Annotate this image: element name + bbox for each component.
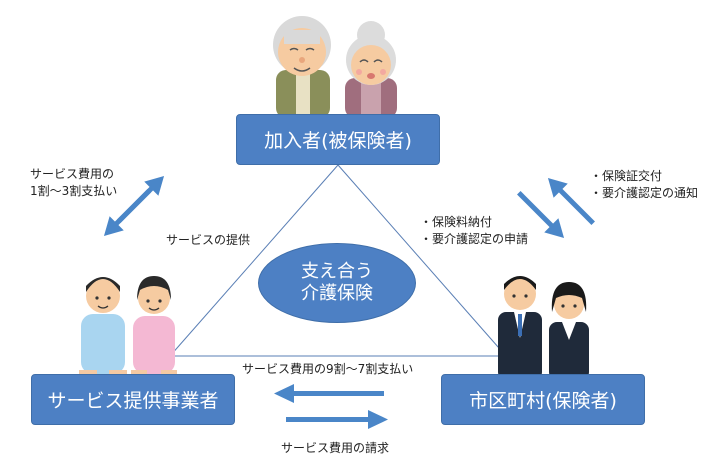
label-cert-1: ・保険証交付 [590, 169, 663, 183]
line-insured-provider [169, 164, 339, 357]
municipality-box: 市区町村(保険者) [441, 374, 645, 425]
nurse-man-icon [79, 277, 127, 378]
nurse-woman-icon [131, 276, 177, 378]
arrows-right [517, 177, 595, 239]
center-line-2: 介護保険 [301, 283, 373, 304]
label-user-payment-2: 1割～3割支払い [30, 184, 118, 198]
center-ellipse: 支え合う 介護保険 [258, 243, 416, 323]
businessman-icon [498, 276, 542, 380]
arrows-bottom [274, 384, 388, 429]
insured-box: 加入者(被保険者) [236, 114, 440, 165]
label-premium-1: ・保険料納付 [420, 215, 493, 229]
businesswoman-icon [549, 282, 589, 380]
arrow-service-provision [103, 189, 151, 237]
label-service-provision: サービスの提供 [166, 233, 251, 247]
arrow-municipal-payment [274, 384, 384, 403]
elderly-man-icon [273, 16, 331, 118]
arrow-premium [517, 191, 565, 239]
arrow-certificate [547, 177, 595, 225]
label-premium-2: ・要介護認定の申請 [420, 232, 529, 246]
arrow-billing [286, 410, 388, 429]
label-user-payment-1: サービス費用の [30, 167, 115, 181]
line-insured-municipality [337, 164, 507, 357]
arrows-left [103, 175, 165, 237]
center-line-1: 支え合う [301, 260, 373, 282]
label-municipal-payment: サービス費用の9割～7割支払い [242, 362, 414, 376]
label-cert-2: ・要介護認定の通知 [590, 186, 699, 200]
elderly-woman-icon [345, 21, 397, 118]
provider-box: サービス提供事業者 [31, 374, 235, 425]
label-billing: サービス費用の請求 [281, 441, 390, 455]
